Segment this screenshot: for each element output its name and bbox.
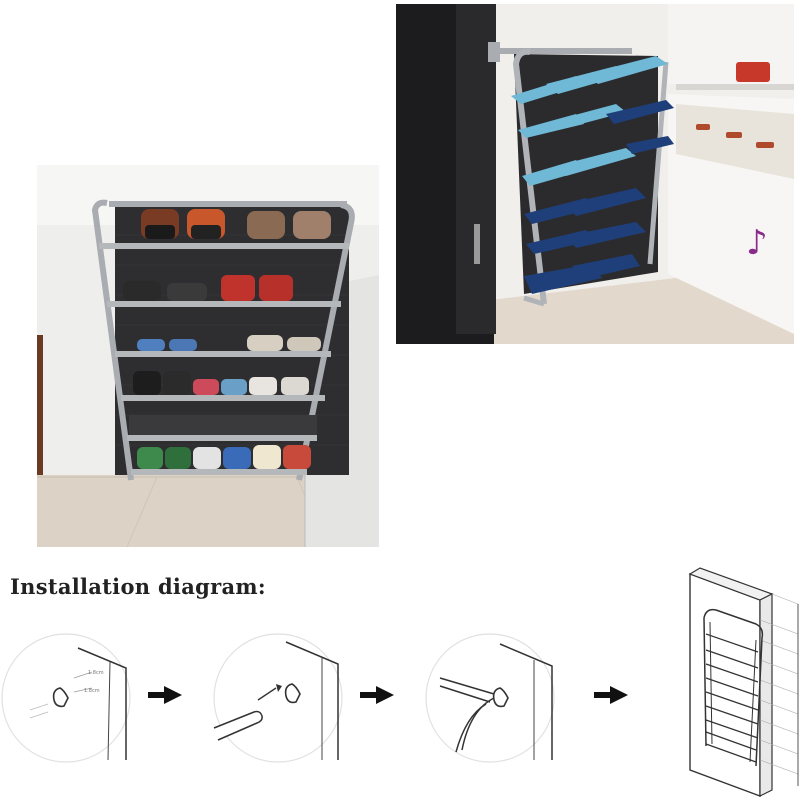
- arrow-right-icon: [360, 686, 394, 704]
- installation-steps-diagram: 1.8cm 1.8cm: [1, 567, 799, 798]
- arrow-right-icon: [594, 686, 628, 704]
- step-4-rack-mounted: [688, 567, 799, 798]
- step-2-insert-tube: [213, 633, 343, 763]
- photo-shoe-rack-slippers: ♪: [396, 4, 794, 344]
- dimension-label-bottom: 1.8cm: [84, 688, 100, 694]
- arrow-right-icon: [148, 686, 182, 704]
- svg-text:♪: ♪: [746, 223, 768, 263]
- installation-diagram-title: Installation diagram:: [10, 574, 266, 599]
- step-3-tube-hooked: [425, 633, 555, 763]
- step-1-hook-on-wall: 1.8cm 1.8cm: [1, 633, 131, 763]
- photo-shoe-rack-sneakers: [37, 165, 379, 547]
- dimension-label-top: 1.8cm: [88, 670, 104, 676]
